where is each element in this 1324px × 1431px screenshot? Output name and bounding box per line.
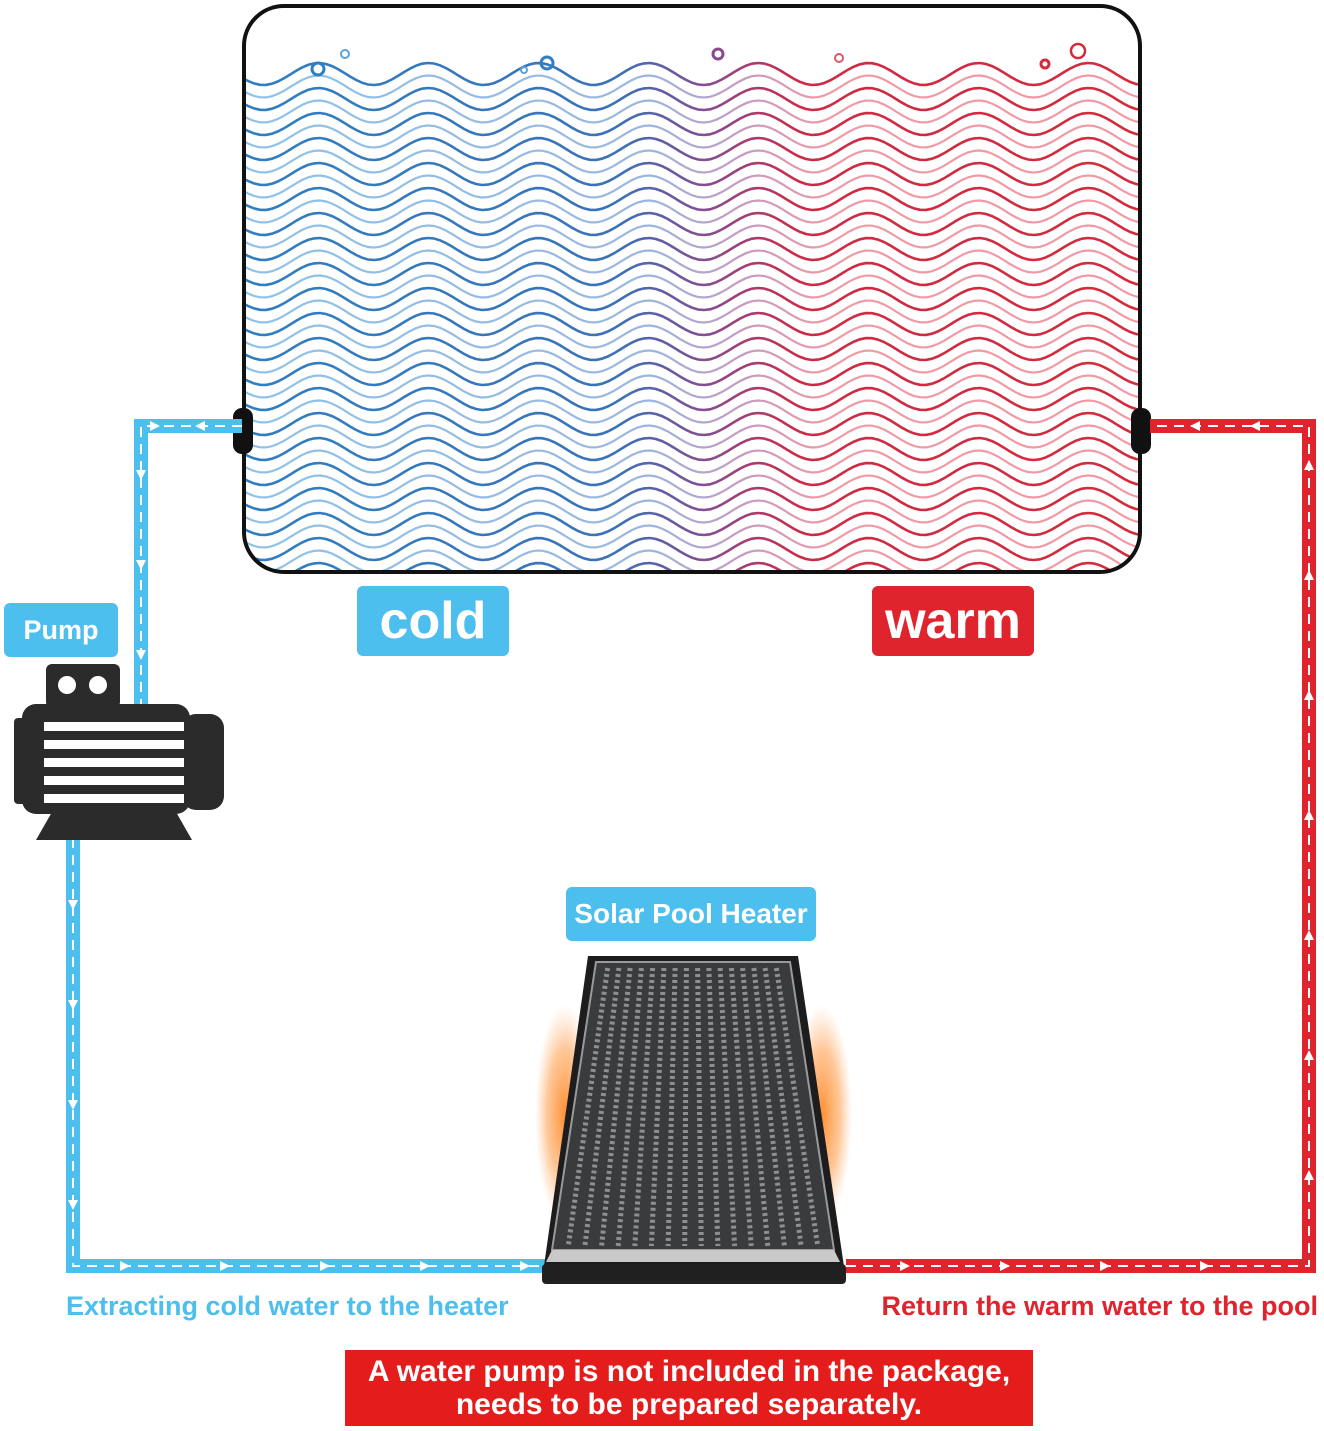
wave-line [244,386,1140,412]
heater-tube [695,967,704,1247]
heater-tube [648,967,667,1247]
wave-line [244,274,1140,299]
wave-line [244,236,1140,262]
wave-line [244,261,1140,287]
wave-line [244,474,1140,499]
heater-tube [632,967,656,1247]
wave-line [244,186,1140,212]
wave-line [244,449,1140,474]
wave-line [244,399,1140,424]
wave-line [244,511,1140,537]
return-caption: Return the warm water to the pool [881,1291,1318,1321]
wave-line [244,286,1140,312]
heater-tube [773,967,821,1247]
wave-line [244,161,1140,187]
wave-line [244,486,1140,512]
pump-not-included-notice: A water pump is not included in the pack… [345,1350,1033,1426]
wave-line [244,536,1140,562]
wave-line [244,249,1140,274]
heater-tube [599,967,633,1247]
wave-line [244,561,1140,572]
wave-line [244,311,1140,337]
pool [233,4,1151,574]
wave-line [244,499,1140,524]
notice-line-2: needs to be prepared separately. [455,1388,923,1421]
warm-label: warm [872,586,1034,656]
wave-line [244,74,1140,99]
wave-line [244,299,1140,324]
wave-line [244,436,1140,462]
heater-tube [706,967,721,1247]
heater-tube [751,967,787,1247]
wave-line [244,211,1140,237]
wave-line [244,461,1140,487]
solar-pool-heater-label: Solar Pool Heater [566,887,816,941]
wave-line [244,61,1140,87]
cold-label: cold [357,586,509,656]
extract-caption: Extracting cold water to the heater [66,1291,509,1321]
cold-water-pipe [66,419,560,1273]
heater-tube [682,967,689,1247]
solar-heater-panel [535,956,852,1284]
wave-line [244,224,1140,249]
wave-line [244,86,1140,112]
heater-tube [717,967,738,1247]
wave-line [244,361,1140,387]
wave-line [244,411,1140,437]
wave-line [244,124,1140,149]
heater-tube [728,967,754,1247]
heater-tube [665,967,678,1247]
heater-tube [565,967,611,1247]
heater-tube [582,967,622,1247]
wave-line [244,136,1140,162]
wave-line [244,349,1140,374]
heater-tube [762,967,804,1247]
wave-line [244,524,1140,549]
wave-line [244,149,1140,174]
pool-outlet-connector [1131,408,1151,454]
wave-line [244,374,1140,399]
wave-line [244,424,1140,449]
notice-line-1: A water pump is not included in the pack… [367,1355,1011,1388]
water-pump-icon [14,664,224,840]
wave-line [244,111,1140,137]
wave-line [244,324,1140,349]
heater-tube [740,967,771,1247]
heater-tube [615,967,644,1247]
wave-line [244,174,1140,199]
wave-line [244,199,1140,224]
wave-line [244,336,1140,362]
pool-water-waves [244,61,1140,572]
pump-label: Pump [4,603,118,657]
warm-water-pipe [846,419,1316,1273]
wave-line [244,99,1140,124]
bubbles [310,42,1087,77]
